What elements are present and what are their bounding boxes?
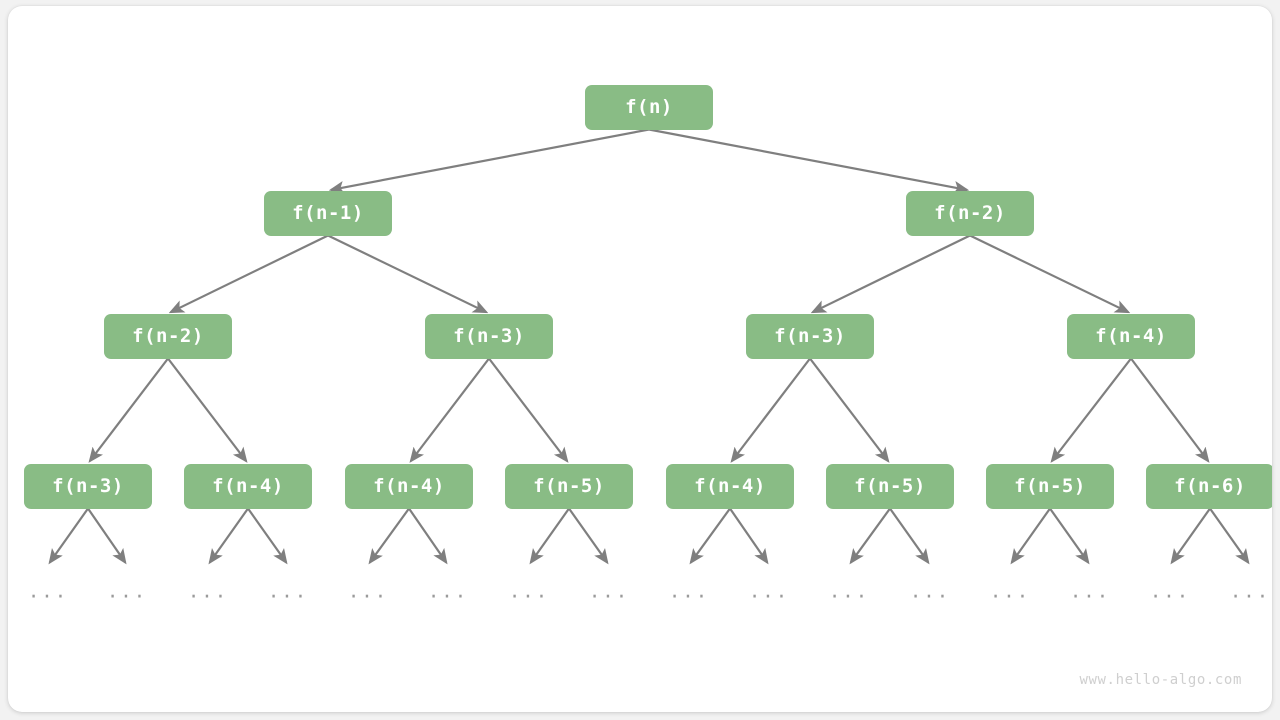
edge-n5-to-n12 (809, 357, 890, 463)
tree-node-n2: f(n-2) (906, 190, 1034, 236)
ellipsis-1: ... (106, 580, 148, 603)
tree-node-n6: f(n-4) (1067, 313, 1195, 359)
ellipsis-12: ... (989, 580, 1031, 603)
edge-n6-to-n13 (1050, 357, 1132, 463)
ellipsis-4: ... (347, 580, 389, 603)
edge-n1-to-n4 (327, 234, 489, 314)
leaf-edge-n9-5 (408, 507, 448, 565)
edge-n2-to-n6 (969, 234, 1131, 314)
leaf-edge-n10-6 (529, 507, 570, 565)
tree-node-n4: f(n-3) (425, 313, 553, 359)
leaf-edge-n8-2 (208, 507, 249, 565)
tree-node-n8: f(n-4) (184, 463, 312, 509)
edge-n6-to-n14 (1130, 357, 1210, 463)
tree-node-n7: f(n-3) (24, 463, 152, 509)
tree-node-n13: f(n-5) (986, 463, 1114, 509)
edge-n4-to-n10 (488, 357, 569, 463)
ellipsis-14: ... (1149, 580, 1191, 603)
diagram-card: f(n) f(n-1) f(n-2) f(n-2) f(n-3) f(n-3) f(n-4)… (8, 6, 1272, 712)
ellipsis-13: ... (1069, 580, 1111, 603)
tree-edges (88, 128, 1210, 463)
leaf-edge-n12-10 (849, 507, 891, 565)
ellipsis-7: ... (588, 580, 630, 603)
ellipsis-2: ... (187, 580, 229, 603)
edge-n3-to-n8 (167, 357, 248, 463)
ellipsis-3: ... (267, 580, 309, 603)
leaf-edges (48, 507, 1250, 565)
tree-node-n14: f(n-6) (1146, 463, 1272, 509)
leaf-edge-n14-15 (1209, 507, 1250, 565)
tree-node-n5: f(n-3) (746, 313, 874, 359)
ellipsis-5: ... (427, 580, 469, 603)
ellipsis-10: ... (828, 580, 870, 603)
leaf-edge-n7-0 (48, 507, 89, 565)
leaf-edge-n12-11 (889, 507, 930, 565)
ellipsis-6: ... (508, 580, 550, 603)
leaf-edge-n13-12 (1010, 507, 1051, 565)
leaf-edge-n11-9 (729, 507, 769, 565)
leaf-edge-n9-4 (368, 507, 410, 565)
ellipsis-8: ... (668, 580, 710, 603)
tree-node-n11: f(n-4) (666, 463, 794, 509)
tree-node-n10: f(n-5) (505, 463, 633, 509)
edge-n1-to-n3 (168, 234, 329, 314)
ellipsis-0: ... (27, 580, 69, 603)
tree-node-n9: f(n-4) (345, 463, 473, 509)
leaf-edge-n8-3 (247, 507, 288, 565)
leaf-edge-n11-8 (689, 507, 731, 565)
edge-n0-to-n2 (648, 128, 970, 194)
leaf-edge-n14-14 (1170, 507, 1211, 565)
tree-node-n1: f(n-1) (264, 190, 392, 236)
edge-n2-to-n5 (810, 234, 971, 314)
tree-node-n0: f(n) (585, 84, 713, 130)
leaf-edge-n7-1 (87, 507, 127, 565)
ellipsis-11: ... (909, 580, 951, 603)
ellipsis-15: ... (1229, 580, 1271, 603)
tree-node-n3: f(n-2) (104, 313, 232, 359)
leaf-edge-n10-7 (568, 507, 609, 565)
edge-n4-to-n9 (409, 357, 490, 463)
edge-n3-to-n7 (88, 357, 169, 463)
ellipsis-9: ... (748, 580, 790, 603)
watermark: www.hello-algo.com (1079, 672, 1242, 688)
tree-node-n12: f(n-5) (826, 463, 954, 509)
edge-n0-to-n1 (328, 128, 650, 194)
edge-n5-to-n11 (730, 357, 811, 463)
leaf-edge-n13-13 (1049, 507, 1090, 565)
